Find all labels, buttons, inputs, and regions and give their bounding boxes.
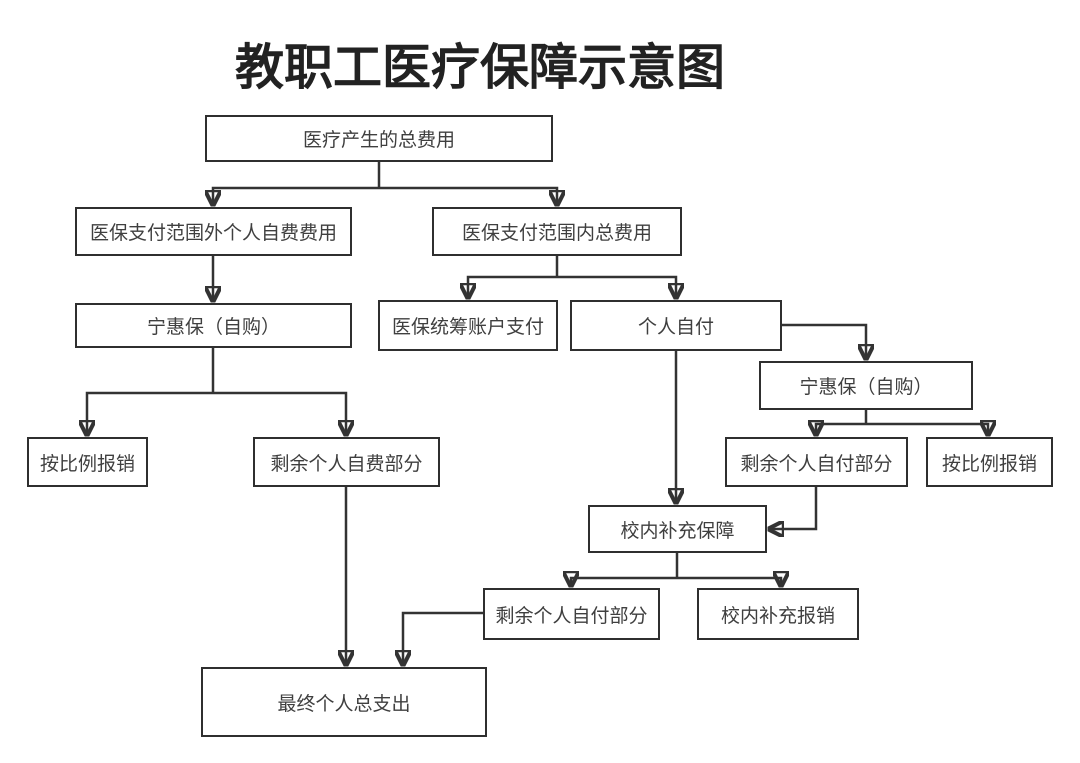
node-in-scope-total: 医保支付范围内总费用 [432, 207, 682, 256]
edge-ninghuibao-right-to-prorata-right [866, 424, 988, 434]
edge-total-cost-to-in-scope [379, 186, 557, 204]
node-ninghuibao-right: 宁惠保（自购） [759, 361, 973, 410]
node-prorata-left: 按比例报销 [27, 437, 148, 487]
edge-in-scope-to-self-pay [557, 275, 676, 297]
node-campus-supplement: 校内补充保障 [588, 505, 767, 553]
node-pooled-account-pay: 医保统筹账户支付 [378, 300, 558, 351]
node-remaining-self-funded: 剩余个人自费部分 [253, 437, 440, 487]
edge-ninghuibao-left-to-prorata-left [87, 391, 213, 434]
node-ninghuibao-left: 宁惠保（自购） [75, 303, 352, 348]
edge-in-scope-to-pooled-account [468, 275, 557, 297]
diagram-title: 教职工医疗保障示意图 [234, 41, 725, 95]
edge-remaining-bottom-to-final [403, 611, 483, 664]
edge-campus-supplement-to-campus-reimburse [677, 578, 781, 585]
node-final-total: 最终个人总支出 [201, 667, 487, 737]
edge-ninghuibao-right-to-remaining-self-paid [816, 424, 866, 434]
node-self-pay: 个人自付 [570, 300, 782, 351]
edge-remaining-self-paid-to-campus-supplement [770, 487, 818, 529]
node-campus-reimburse: 校内补充报销 [697, 588, 859, 640]
node-remaining-self-paid-right: 剩余个人自付部分 [725, 437, 908, 487]
node-total-cost: 医疗产生的总费用 [205, 115, 553, 162]
node-out-of-scope-self-funded: 医保支付范围外个人自费费用 [75, 207, 352, 256]
edge-campus-supplement-to-remaining-bottom [571, 578, 677, 585]
edge-ninghuibao-left-to-remaining-self-funded [213, 391, 346, 434]
edge-self-pay-to-ninghuibao-right [782, 323, 866, 358]
node-remaining-self-paid-bottom: 剩余个人自付部分 [483, 588, 660, 640]
edge-total-cost-to-out-of-scope [213, 186, 379, 204]
node-prorata-right: 按比例报销 [926, 437, 1053, 487]
